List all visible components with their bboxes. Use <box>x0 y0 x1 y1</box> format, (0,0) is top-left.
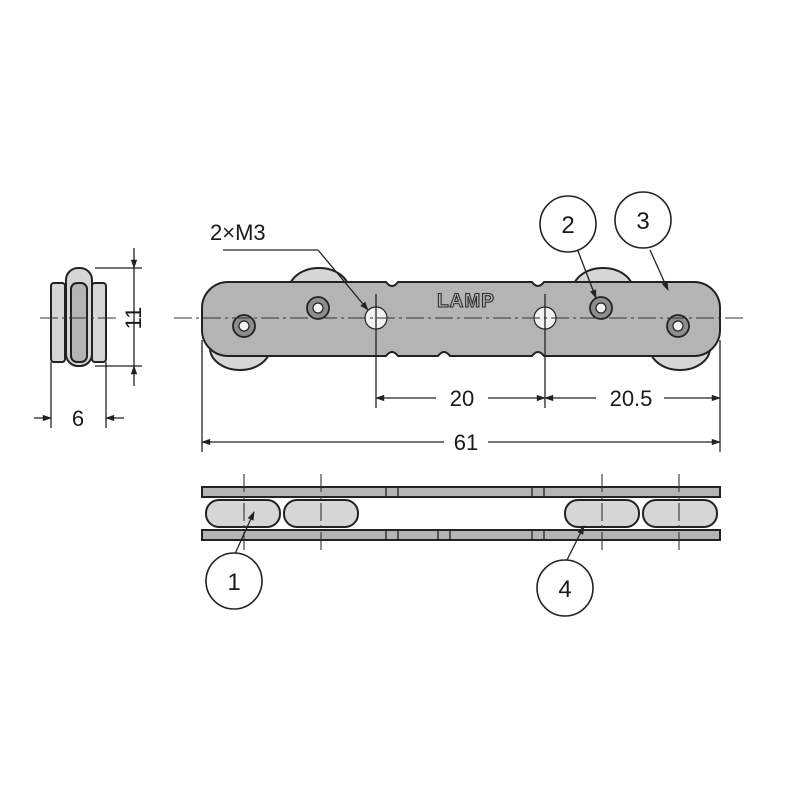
bottom-view-lower-plate <box>201 529 721 541</box>
roller-axle-hole-3 <box>589 296 613 320</box>
bottom-view <box>201 474 721 552</box>
dim-label-bg-end-offset <box>596 386 664 410</box>
svg-text:2: 2 <box>561 212 574 239</box>
thread-callout-label: 2×M3 <box>210 220 266 245</box>
callout-3: 3 <box>614 191 672 291</box>
bottom-view-notches <box>385 487 545 540</box>
roller-axle-hole-4 <box>666 314 690 338</box>
dim-label-end-offset: 20.5 <box>610 386 653 411</box>
lamp-logo: LAMP <box>437 291 495 312</box>
svg-text:3: 3 <box>636 208 649 235</box>
dim-label-overall-length: 61 <box>454 430 478 455</box>
front-view: LAMP 2×M3 20 20.5 61 <box>174 220 746 455</box>
callout-4: 4 <box>536 525 594 617</box>
bottom-roller-1 <box>205 499 281 528</box>
svg-text:1: 1 <box>227 569 240 596</box>
side-view-plate <box>70 282 88 363</box>
dim-label-bg-hole-spacing <box>436 386 488 410</box>
svg-text:4: 4 <box>558 576 571 603</box>
front-plate <box>201 281 721 357</box>
callout-2: 2 <box>539 195 597 299</box>
side-view: 11 6 <box>34 248 146 431</box>
callout-1: 1 <box>205 511 263 610</box>
side-view-outer-disk-right <box>91 282 107 363</box>
thread-leader <box>317 249 369 311</box>
height-label: 11 <box>121 307 146 330</box>
bottom-roller-4 <box>642 499 718 528</box>
bottom-view-axle-lines <box>243 474 680 552</box>
dim-label-hole-spacing: 20 <box>450 386 474 411</box>
side-view-outer-disk-left <box>50 282 66 363</box>
dim-label-bg-overall-length <box>444 430 488 454</box>
roller-axle-hole-2 <box>306 296 330 320</box>
bottom-view-upper-plate <box>201 486 721 498</box>
width-label: 6 <box>72 406 84 431</box>
roller-axle-hole-1 <box>232 314 256 338</box>
